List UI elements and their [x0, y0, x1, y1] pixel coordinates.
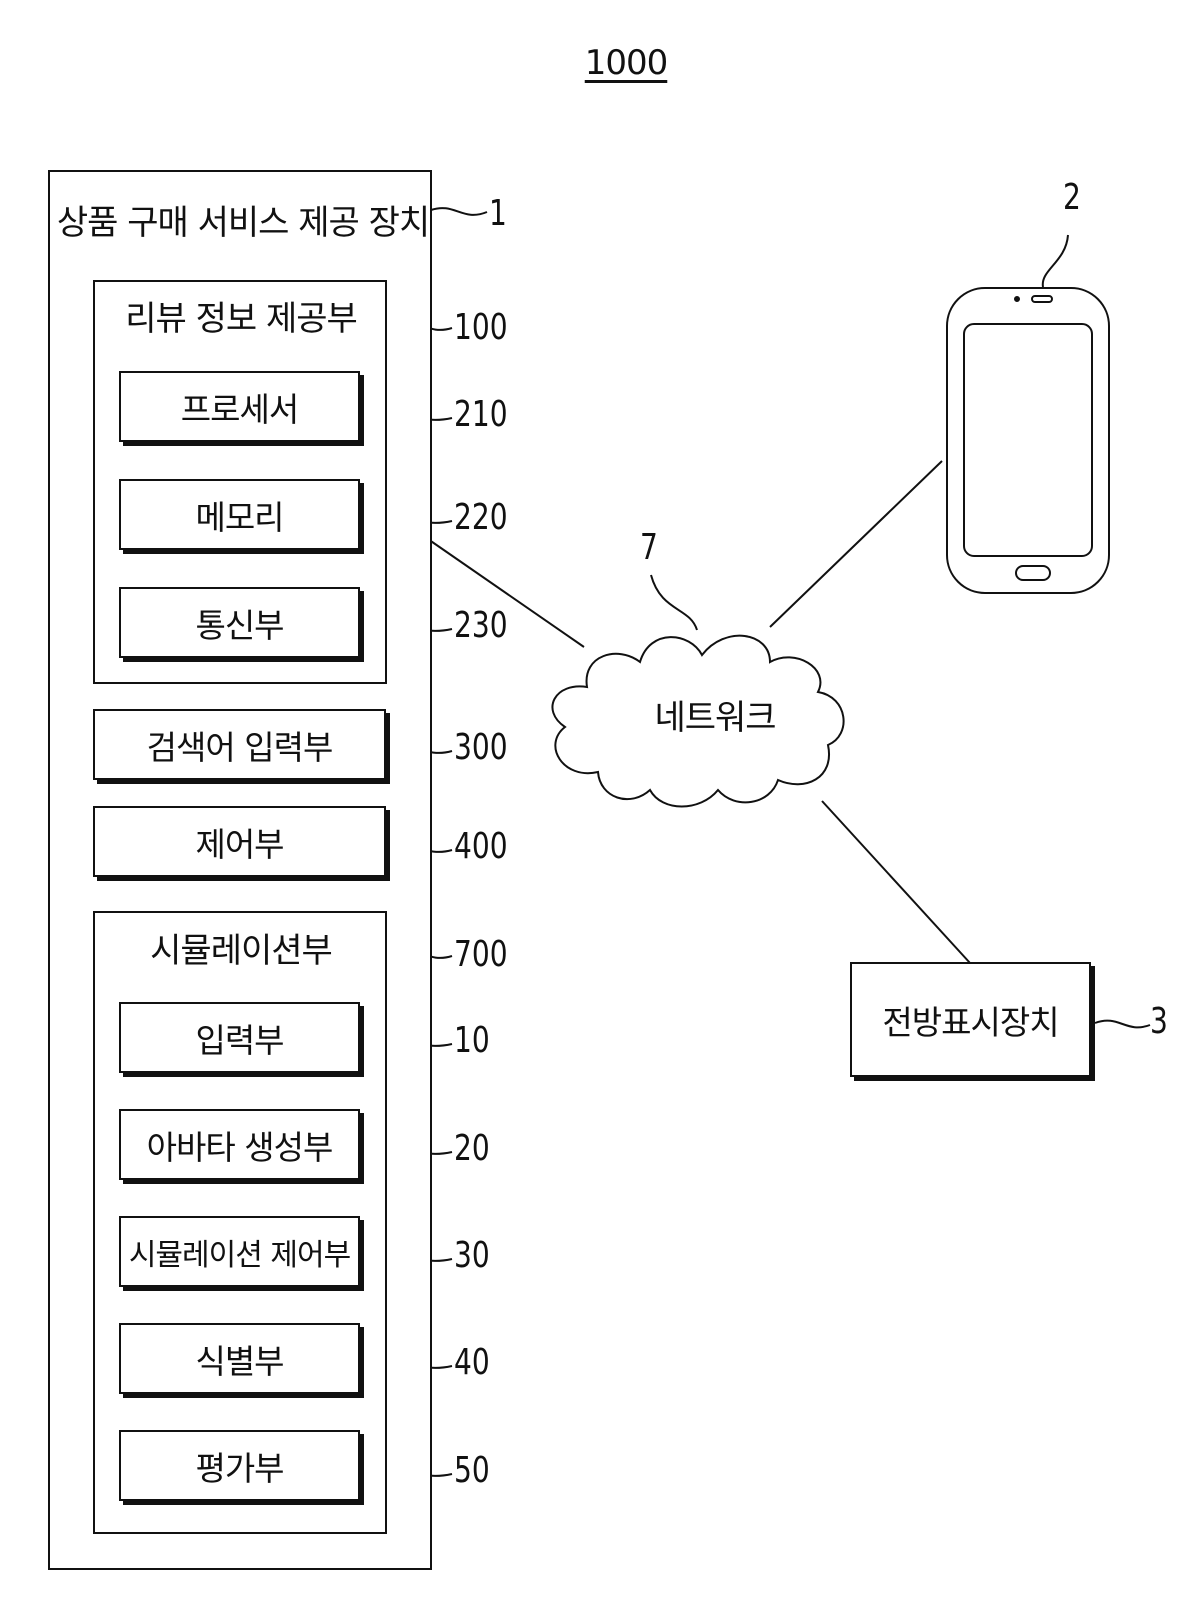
search-input-block: 검색어 입력부: [93, 709, 386, 780]
avatar-gen-label: 아바타 생성부: [147, 1121, 333, 1169]
memory-block: 메모리: [119, 479, 360, 550]
identify-label: 식별부: [195, 1335, 283, 1383]
front-display-block: 전방표시장치: [850, 962, 1091, 1077]
avatar-gen-ref: 20: [454, 1131, 490, 1167]
evaluate-block: 평가부: [119, 1430, 360, 1501]
review-unit-ref: 100: [454, 310, 508, 346]
front-display-ref: 3: [1150, 1004, 1168, 1040]
avatar-gen-block: 아바타 생성부: [119, 1109, 360, 1180]
identify-ref: 40: [454, 1345, 490, 1381]
identify-block: 식별부: [119, 1323, 360, 1394]
sim-control-block: 시뮬레이션 제어부: [119, 1216, 360, 1287]
input-unit-label: 입력부: [195, 1014, 283, 1062]
evaluate-label: 평가부: [195, 1442, 283, 1490]
network-ref: 7: [640, 530, 658, 566]
input-unit-ref: 10: [454, 1023, 490, 1059]
memory-label: 메모리: [195, 491, 283, 539]
memory-ref: 220: [454, 500, 508, 536]
terminal-ref: 2: [1063, 180, 1081, 216]
evaluate-ref: 50: [454, 1453, 490, 1489]
control-block: 제어부: [93, 806, 386, 877]
comm-label: 통신부: [195, 599, 283, 647]
processor-ref: 210: [454, 397, 508, 433]
device-ref: 1: [489, 196, 507, 232]
sim-control-ref: 30: [454, 1238, 490, 1274]
figure-number: 1000: [585, 46, 668, 80]
comm-block: 통신부: [119, 587, 360, 658]
input-unit-block: 입력부: [119, 1002, 360, 1073]
device-title: 상품 구매 서비스 제공 장치: [57, 206, 429, 240]
leader-1: [431, 208, 487, 215]
control-label: 제어부: [195, 818, 283, 866]
link-phone-network: [770, 461, 942, 627]
control-ref: 400: [454, 829, 508, 865]
network-label: 네트워크: [654, 701, 775, 735]
processor-block: 프로세서: [119, 371, 360, 442]
smartphone-icon: [947, 288, 1109, 593]
processor-label: 프로세서: [181, 383, 298, 431]
search-input-label: 검색어 입력부: [147, 721, 333, 769]
simulation-ref: 700: [454, 937, 508, 973]
front-display-label: 전방표시장치: [882, 996, 1058, 1044]
simulation-title: 시뮬레이션부: [150, 934, 332, 968]
leader-2: [1043, 235, 1068, 287]
sim-control-label: 시뮬레이션 제어부: [129, 1230, 350, 1274]
link-network-display: [822, 801, 970, 963]
leader-3: [1095, 1021, 1150, 1028]
search-input-ref: 300: [454, 730, 508, 766]
review-unit-title: 리뷰 정보 제공부: [125, 302, 357, 336]
comm-ref: 230: [454, 608, 508, 644]
leader-7: [651, 575, 697, 630]
